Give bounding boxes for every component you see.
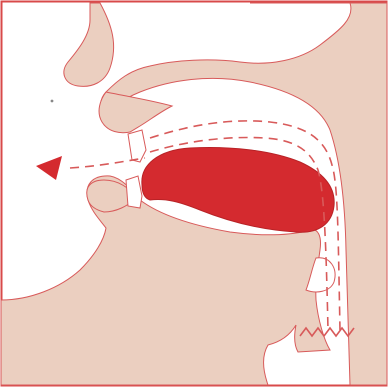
nostril-mark [51,100,54,103]
